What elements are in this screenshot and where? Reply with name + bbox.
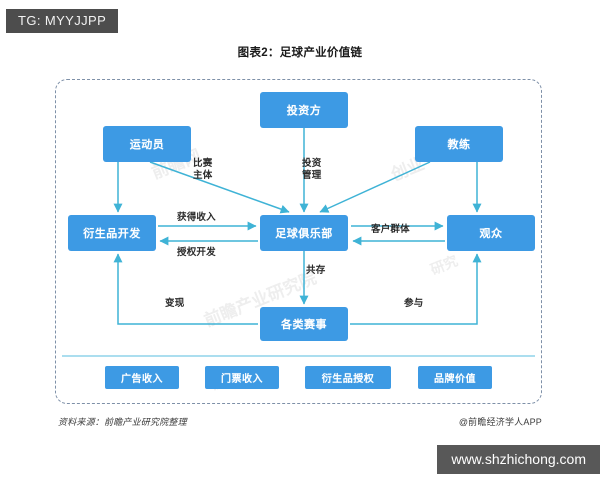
- node-derivative-license[interactable]: 衍生品授权: [305, 366, 391, 389]
- node-events[interactable]: 各类赛事: [260, 307, 348, 341]
- node-brand-value[interactable]: 品牌价值: [418, 366, 492, 389]
- node-derivative-development[interactable]: 衍生品开发: [68, 215, 156, 251]
- edge-label-customer-base: 客户群体: [371, 224, 410, 235]
- node-advertising-revenue[interactable]: 广告收入: [105, 366, 179, 389]
- edge-label-participate: 参与: [404, 298, 424, 309]
- node-ticket-revenue[interactable]: 门票收入: [205, 366, 279, 389]
- edge-label-investment-mgmt: 投资 管理: [302, 158, 322, 181]
- edge-label-match-subject: 比赛 主体: [193, 158, 213, 181]
- tg-tag-badge: TG: MYYJJPP: [6, 9, 119, 33]
- edge-label-authorized-dev: 授权开发: [177, 247, 216, 258]
- node-football-club[interactable]: 足球俱乐部: [260, 215, 348, 251]
- source-note: 资料来源：前瞻产业研究院整理: [58, 417, 187, 427]
- app-attribution: @前瞻经济学人APP: [458, 417, 542, 427]
- diagram-panel: [55, 79, 542, 404]
- edge-label-obtain-income: 获得收入: [177, 212, 216, 223]
- node-athlete[interactable]: 运动员: [103, 126, 191, 162]
- chart-title: 图表2：足球产业价值链: [237, 47, 363, 59]
- node-investor[interactable]: 投资方: [260, 92, 348, 128]
- edge-label-monetize: 变现: [165, 298, 185, 309]
- node-audience[interactable]: 观众: [447, 215, 535, 251]
- node-coach[interactable]: 教练: [415, 126, 503, 162]
- edge-label-coexist: 共存: [306, 265, 326, 276]
- site-watermark: www.shzhichong.com: [437, 445, 600, 474]
